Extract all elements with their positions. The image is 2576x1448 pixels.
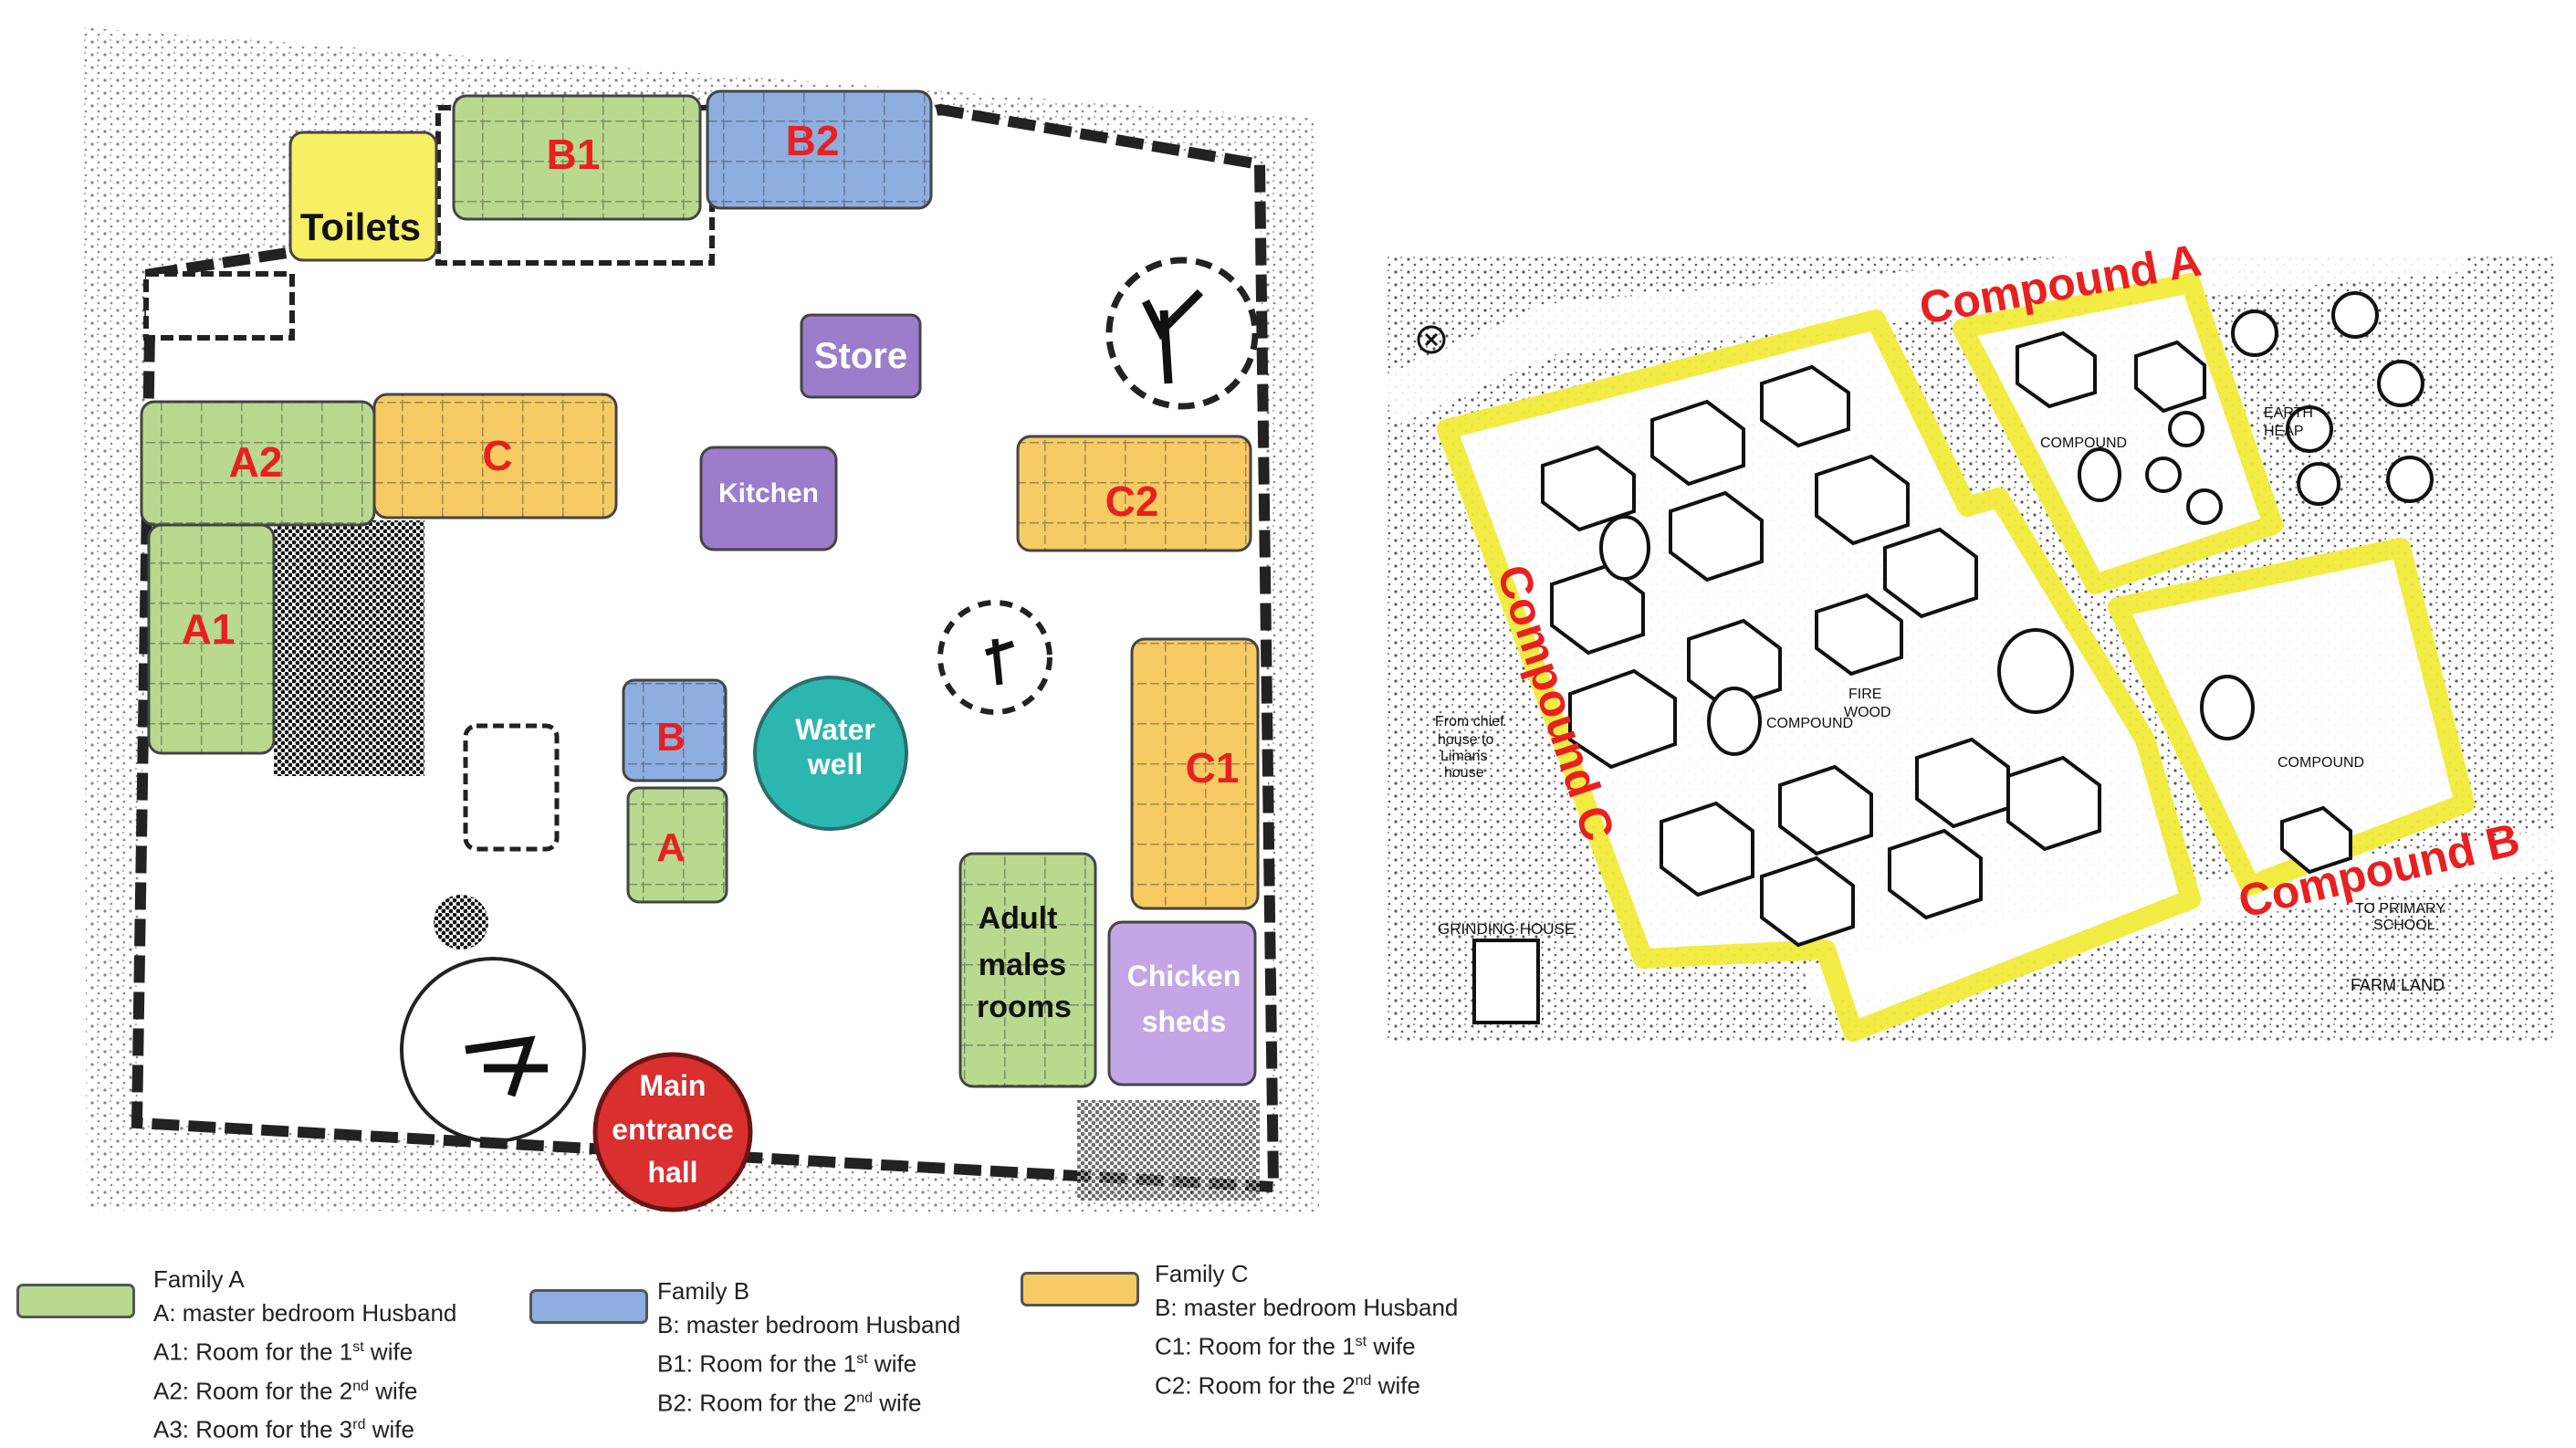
room-adult-males-grid <box>960 854 1095 1086</box>
legend-line: B: master bedroom Husband <box>1155 1294 1459 1321</box>
sketch-road <box>1377 221 2467 425</box>
label-a: A <box>656 825 686 870</box>
label-adult-1: Adult <box>979 901 1058 936</box>
label-chicken-1: Chicken <box>1127 960 1241 992</box>
legend-line: A2: Room for the 2nd wife <box>153 1377 418 1405</box>
label-c2: C2 <box>1105 477 1159 525</box>
label-b2: B2 <box>786 117 840 164</box>
farm-land-label: FARM LAND <box>2351 976 2445 994</box>
fire-wood-label-2: WOOD <box>1844 705 1891 720</box>
to-primary-label-1: TO PRIMARY <box>2355 901 2445 917</box>
label-a2: A2 <box>229 438 283 486</box>
label-chicken-2: sheds <box>1142 1005 1226 1038</box>
from-chief-label-3: Limans <box>1440 749 1488 764</box>
floor-plan: B1 B2 Toilets Store A2 C Kitchen C2 A1 B… <box>82 27 1319 1214</box>
room-a-grid <box>628 788 727 902</box>
room-c-grid <box>374 394 616 518</box>
legend-swatch-family-c <box>1021 1272 1139 1306</box>
compound-mark-b: COMPOUND <box>2278 755 2364 771</box>
label-kitchen: Kitchen <box>718 478 819 509</box>
room-b2-grid <box>707 91 931 208</box>
water-well <box>753 676 908 831</box>
room-toilets <box>288 131 438 262</box>
shrub-area <box>274 520 424 776</box>
label-b: B <box>656 715 686 760</box>
legend-swatch-family-b <box>529 1289 648 1324</box>
legend-line: B1: Room for the 1st wife <box>657 1349 917 1378</box>
label-hall-2: entrance <box>612 1113 733 1146</box>
north-arrow-icon <box>1417 325 1446 354</box>
from-chief-label-2: house to <box>1438 732 1493 748</box>
legend-line: C2: Room for the 2nd wife <box>1155 1371 1420 1400</box>
tree-icon <box>937 600 1052 715</box>
room-c2-grid <box>1018 436 1251 551</box>
legend-line: B: master bedroom Husband <box>657 1311 961 1338</box>
label-adult-2: males <box>979 948 1066 982</box>
gate-structure <box>143 271 295 341</box>
room-b-grid <box>623 680 726 781</box>
granaries <box>1599 291 2434 756</box>
grinding-house-hut <box>1472 939 1540 1024</box>
tree-icon <box>1105 257 1259 410</box>
room-chicken-sheds <box>1107 920 1257 1086</box>
from-chief-label-1: From chief <box>1435 714 1504 729</box>
label-water-well-2: well <box>807 748 863 781</box>
legend-line: B2: Room for the 2nd wife <box>657 1389 922 1417</box>
tree-icon-branches <box>984 638 1015 686</box>
label-hall-1: Main <box>640 1069 707 1102</box>
label-b1: B1 <box>547 131 601 178</box>
legend-line: C1: Room for the 1st wife <box>1155 1332 1416 1360</box>
room-kitchen <box>699 446 838 551</box>
tree-icon-branches <box>465 1035 548 1097</box>
legend-family-c: Family C B: master bedroom Husband C1: R… <box>1155 1257 1458 1402</box>
room-store <box>800 313 922 399</box>
label-water-well-1: Water <box>795 713 875 746</box>
legend-family-a: Family A A: master bedroom Husband A1: R… <box>153 1263 456 1447</box>
label-a1: A1 <box>182 605 236 653</box>
tree-icon-branches <box>1141 289 1204 384</box>
earth-heap-label-1: EARTH <box>2264 405 2313 421</box>
label-adult-3: rooms <box>977 990 1072 1024</box>
legend-title: Family A <box>153 1265 245 1293</box>
shelter-outline <box>463 723 560 852</box>
room-b1-grid <box>454 96 700 219</box>
legend-title: Family C <box>1155 1260 1249 1287</box>
legend-line: A: master bedroom Husband <box>153 1299 457 1327</box>
latrine-stalls <box>1077 1100 1260 1201</box>
label-toilets: Toilets <box>300 205 421 248</box>
room-a1-grid <box>149 525 274 753</box>
huts <box>1541 331 2352 948</box>
main-entrance-hall <box>592 1052 753 1212</box>
legend-line: A1: Room for the 1st wife <box>153 1338 414 1366</box>
compound-sketch: COMPOUND COMPOUND COMPOUND FIRE WOOD EAR… <box>1377 221 2560 1042</box>
grinding-house-label: GRINDING HOUSE <box>1438 920 1575 938</box>
fire-wood-label-1: FIRE <box>1848 687 1881 702</box>
compound-b-outline <box>2108 538 2475 896</box>
room-a2-grid <box>141 402 374 525</box>
label-store: Store <box>814 336 907 376</box>
legend-family-b: Family B B: master bedroom Husband B1: R… <box>657 1275 960 1420</box>
to-primary-label-2: SCHOOL <box>2373 918 2435 933</box>
compound-mark-c: COMPOUND <box>1766 716 1853 731</box>
north-arrow-icon-mark <box>1424 332 1439 347</box>
legend-title: Family B <box>657 1277 750 1305</box>
legend-swatch-family-a <box>16 1284 135 1318</box>
pot-icon <box>434 895 488 950</box>
label-hall-3: hall <box>647 1156 697 1189</box>
earth-heap-label-2: HEAP <box>2264 424 2304 439</box>
tree-icon <box>400 957 586 1143</box>
label-c1: C1 <box>1186 744 1240 792</box>
room-c1-grid <box>1132 639 1258 908</box>
from-chief-label-4: house <box>1444 765 1484 781</box>
compound-mark-a: COMPOUND <box>2040 435 2127 451</box>
legend-line: A3: Room for the 3rd wife <box>153 1415 414 1443</box>
label-c: C <box>482 432 512 479</box>
